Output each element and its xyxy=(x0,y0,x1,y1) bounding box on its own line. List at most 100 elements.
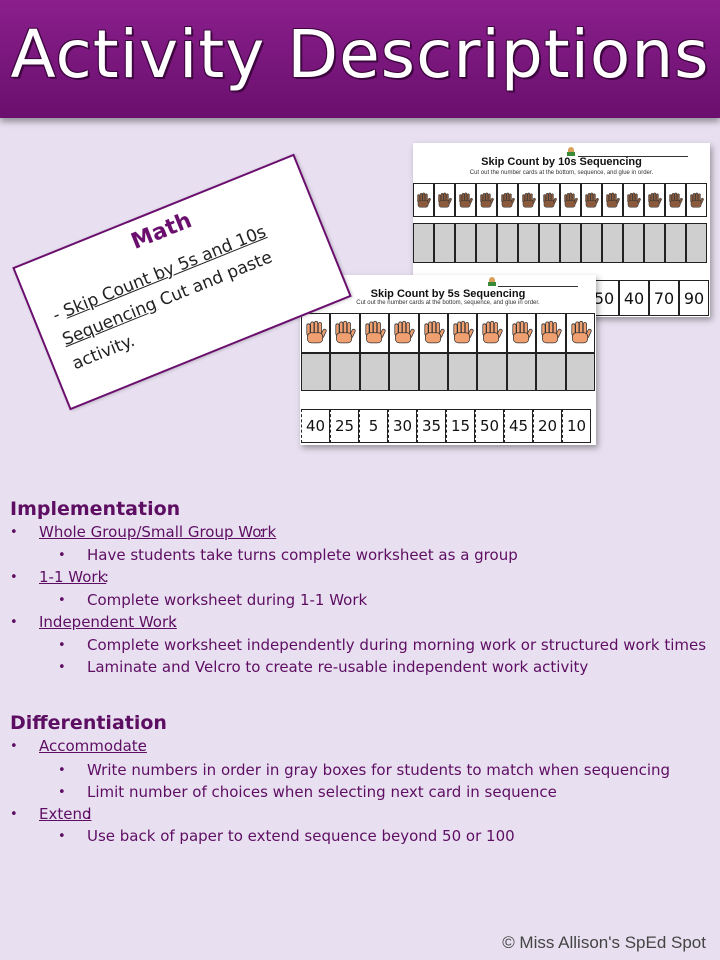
sub-bullet-icon: • xyxy=(58,638,66,653)
worksheet-10s-subtitle: Cut out the number cards at the bottom, … xyxy=(469,170,654,176)
number-card: 50 xyxy=(475,409,504,443)
differentiation-sub-item: Use back of paper to extend sequence bey… xyxy=(87,827,515,845)
gray-box xyxy=(518,223,539,263)
number-card: 30 xyxy=(388,409,417,443)
hand-icon xyxy=(536,313,566,353)
number-card: 45 xyxy=(504,409,533,443)
name-stamp-icon xyxy=(567,147,575,157)
colon: : xyxy=(86,805,92,823)
hand-icon xyxy=(539,183,560,217)
hand-icon xyxy=(581,183,602,217)
hand-icon xyxy=(602,183,623,217)
sub-bullet-icon: • xyxy=(58,548,66,563)
sub-bullet-icon: • xyxy=(58,763,66,778)
gray-box xyxy=(455,223,476,263)
hand-icon xyxy=(560,183,581,217)
hand-icon xyxy=(565,313,595,353)
gray-box xyxy=(413,223,434,263)
worksheet-10s-image: Skip Count by 10s Sequencing Cut out the… xyxy=(413,143,710,317)
worksheet-5s-image: Skip Count by 5s Sequencing Cut out the … xyxy=(300,275,596,445)
worksheet-5s-title: Skip Count by 5s Sequencing xyxy=(370,288,526,300)
hand-icon xyxy=(644,183,665,217)
hand-row-10s xyxy=(413,183,707,217)
implementation-item-label: Independent Work xyxy=(39,613,177,631)
gray-box xyxy=(665,223,686,263)
gray-box xyxy=(418,353,448,391)
gray-box xyxy=(477,353,507,391)
gray-box xyxy=(581,223,602,263)
hand-icon xyxy=(418,313,448,353)
implementation-item-label: 1-1 Work xyxy=(39,568,107,586)
gray-box xyxy=(497,223,518,263)
gray-box xyxy=(560,223,581,263)
gray-box xyxy=(301,353,331,391)
hand-icon xyxy=(686,183,707,217)
bullet-icon: • xyxy=(10,807,18,822)
hand-icon xyxy=(497,183,518,217)
gray-box xyxy=(602,223,623,263)
number-card: 70 xyxy=(649,280,679,316)
gray-box xyxy=(330,353,360,391)
number-card: 5 xyxy=(359,409,388,443)
implementation-heading: Implementation xyxy=(10,498,181,520)
number-card: 25 xyxy=(330,409,359,443)
number-card: 35 xyxy=(417,409,446,443)
sub-bullet-icon: • xyxy=(58,660,66,675)
page-title: Activity Descriptions xyxy=(10,16,710,93)
implementation-sub-item: Complete worksheet during 1-1 Work xyxy=(87,591,368,609)
gray-box xyxy=(536,353,566,391)
hand-icon xyxy=(301,313,331,353)
implementation-sub-item: Complete worksheet independently during … xyxy=(87,636,707,654)
sub-bullet-icon: • xyxy=(58,785,66,800)
name-stamp-icon xyxy=(488,277,496,287)
number-row-5s: 40 25 5 30 35 15 50 45 20 10 xyxy=(301,409,591,443)
gray-box xyxy=(476,223,497,263)
differentiation-item-label: Extend xyxy=(39,805,92,823)
differentiation-sub-item: Limit number of choices when selecting n… xyxy=(87,783,557,801)
worksheet-10s-title: Skip Count by 10s Sequencing xyxy=(481,156,642,168)
footer-credit: © Miss Allison's SpEd Spot xyxy=(502,933,706,952)
differentiation-sub-item: Write numbers in order in gray boxes for… xyxy=(87,761,671,779)
differentiation-item-label: Accommodate xyxy=(39,737,147,755)
number-card: 10 xyxy=(562,409,591,443)
hand-icon xyxy=(476,183,497,217)
hand-row-5s xyxy=(301,313,595,353)
hand-icon xyxy=(359,313,390,353)
colon: : xyxy=(138,737,144,755)
gray-box xyxy=(434,223,455,263)
header-banner: Activity Descriptions xyxy=(0,0,720,118)
hand-icon xyxy=(506,313,537,353)
name-line xyxy=(498,286,578,287)
gray-box xyxy=(686,223,707,263)
sub-bullet-icon: • xyxy=(58,829,66,844)
number-card: 40 xyxy=(301,409,330,443)
name-line xyxy=(578,156,688,157)
hand-icon xyxy=(389,313,419,353)
gray-box xyxy=(389,353,419,391)
gray-row-10s xyxy=(413,223,707,263)
implementation-sub-item: Laminate and Velcro to create re-usable … xyxy=(87,658,589,676)
bullet-icon: • xyxy=(10,525,18,540)
number-row-10s: 50 40 70 90 xyxy=(589,280,709,316)
hand-icon xyxy=(413,183,434,217)
colon: : xyxy=(259,523,265,541)
differentiation-heading: Differentiation xyxy=(10,712,167,734)
gray-box xyxy=(359,353,390,391)
gray-row-5s xyxy=(301,353,595,391)
math-card-dash: - xyxy=(49,305,64,326)
gray-box xyxy=(623,223,644,263)
colon: : xyxy=(172,613,178,631)
hand-icon xyxy=(434,183,455,217)
number-card: 20 xyxy=(533,409,562,443)
colon: : xyxy=(104,568,110,586)
hand-icon xyxy=(623,183,644,217)
gray-box xyxy=(539,223,560,263)
hand-icon xyxy=(330,313,360,353)
hand-icon xyxy=(518,183,539,217)
gray-box xyxy=(644,223,665,263)
worksheet-5s-subtitle: Cut out the number cards at the bottom, … xyxy=(356,300,540,306)
gray-box xyxy=(565,353,595,391)
gray-box xyxy=(447,353,478,391)
gray-box xyxy=(506,353,537,391)
implementation-item-label: Whole Group/Small Group Work xyxy=(39,523,277,541)
